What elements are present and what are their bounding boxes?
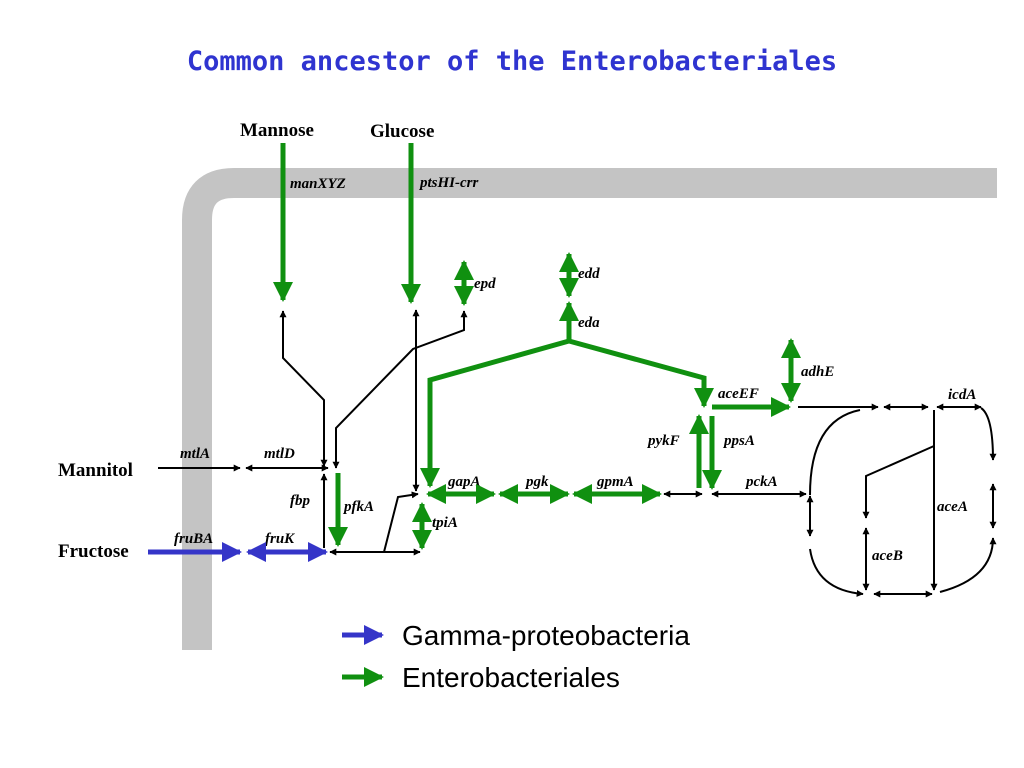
black-reaction-arrows: [158, 309, 997, 598]
metabolite-mannose: Mannose: [240, 120, 314, 141]
gene-eda: eda: [578, 315, 600, 331]
gene-aceb: aceB: [872, 548, 903, 564]
gene-fbp: fbp: [290, 493, 310, 509]
arrow-mannose-branch: [279, 310, 328, 467]
gene-manxyz: manXYZ: [290, 176, 346, 192]
green-reaction-arrows: [273, 143, 801, 550]
metabolite-mannitol: Mannitol: [58, 460, 133, 481]
arrow-tca-right-bottom: [939, 537, 997, 593]
page-title: Common ancestor of the Enterobacteriales: [187, 46, 837, 77]
gene-gapa: gapA: [447, 474, 481, 490]
gene-fruk: fruK: [265, 531, 295, 547]
arrow-tca-left-bottom: [809, 548, 864, 597]
gene-aceef: aceEF: [718, 386, 759, 402]
gene-ppsa: ppsA: [722, 433, 755, 449]
cell-membrane: [182, 168, 997, 650]
gene-tpia: tpiA: [432, 515, 458, 531]
gene-pfka: pfkA: [342, 499, 374, 515]
metabolite-glucose: Glucose: [370, 121, 434, 142]
gene-acea: aceA: [937, 499, 968, 515]
legend-label-gamma-proteobacteria: Gamma-proteobacteria: [402, 620, 690, 651]
gene-adhe: adhE: [801, 364, 834, 380]
gene-gpma: gpmA: [596, 474, 634, 490]
gene-pcka: pckA: [744, 474, 778, 490]
legend: Gamma-proteobacteria Enterobacteriales: [342, 620, 690, 693]
metabolite-fructose: Fructose: [58, 541, 129, 562]
gene-pgk: pgk: [524, 474, 549, 490]
arrow-tca-left-top: [809, 409, 861, 496]
legend-label-enterobacteriales: Enterobacteriales: [402, 662, 620, 693]
gene-fruba: fruBA: [174, 531, 213, 547]
arrow-tca-right-top: [980, 407, 997, 461]
gene-icda: icdA: [948, 387, 976, 403]
gene-edd: edd: [578, 266, 600, 282]
gene-pykf: pykF: [646, 433, 680, 449]
arrow-eda-to-gap: [420, 338, 570, 488]
arrow-to-gap: [383, 491, 419, 553]
arrow-eda-to-pyr: [568, 338, 714, 408]
gene-mtld: mtlD: [264, 446, 295, 462]
arrow-epd-branch: [332, 310, 468, 469]
gene-epd: epd: [474, 276, 496, 292]
gene-mtla: mtlA: [180, 446, 210, 462]
gene-ptshi-crr: ptsHI-crr: [418, 175, 479, 191]
arrow-glyoxylate: [862, 445, 935, 519]
